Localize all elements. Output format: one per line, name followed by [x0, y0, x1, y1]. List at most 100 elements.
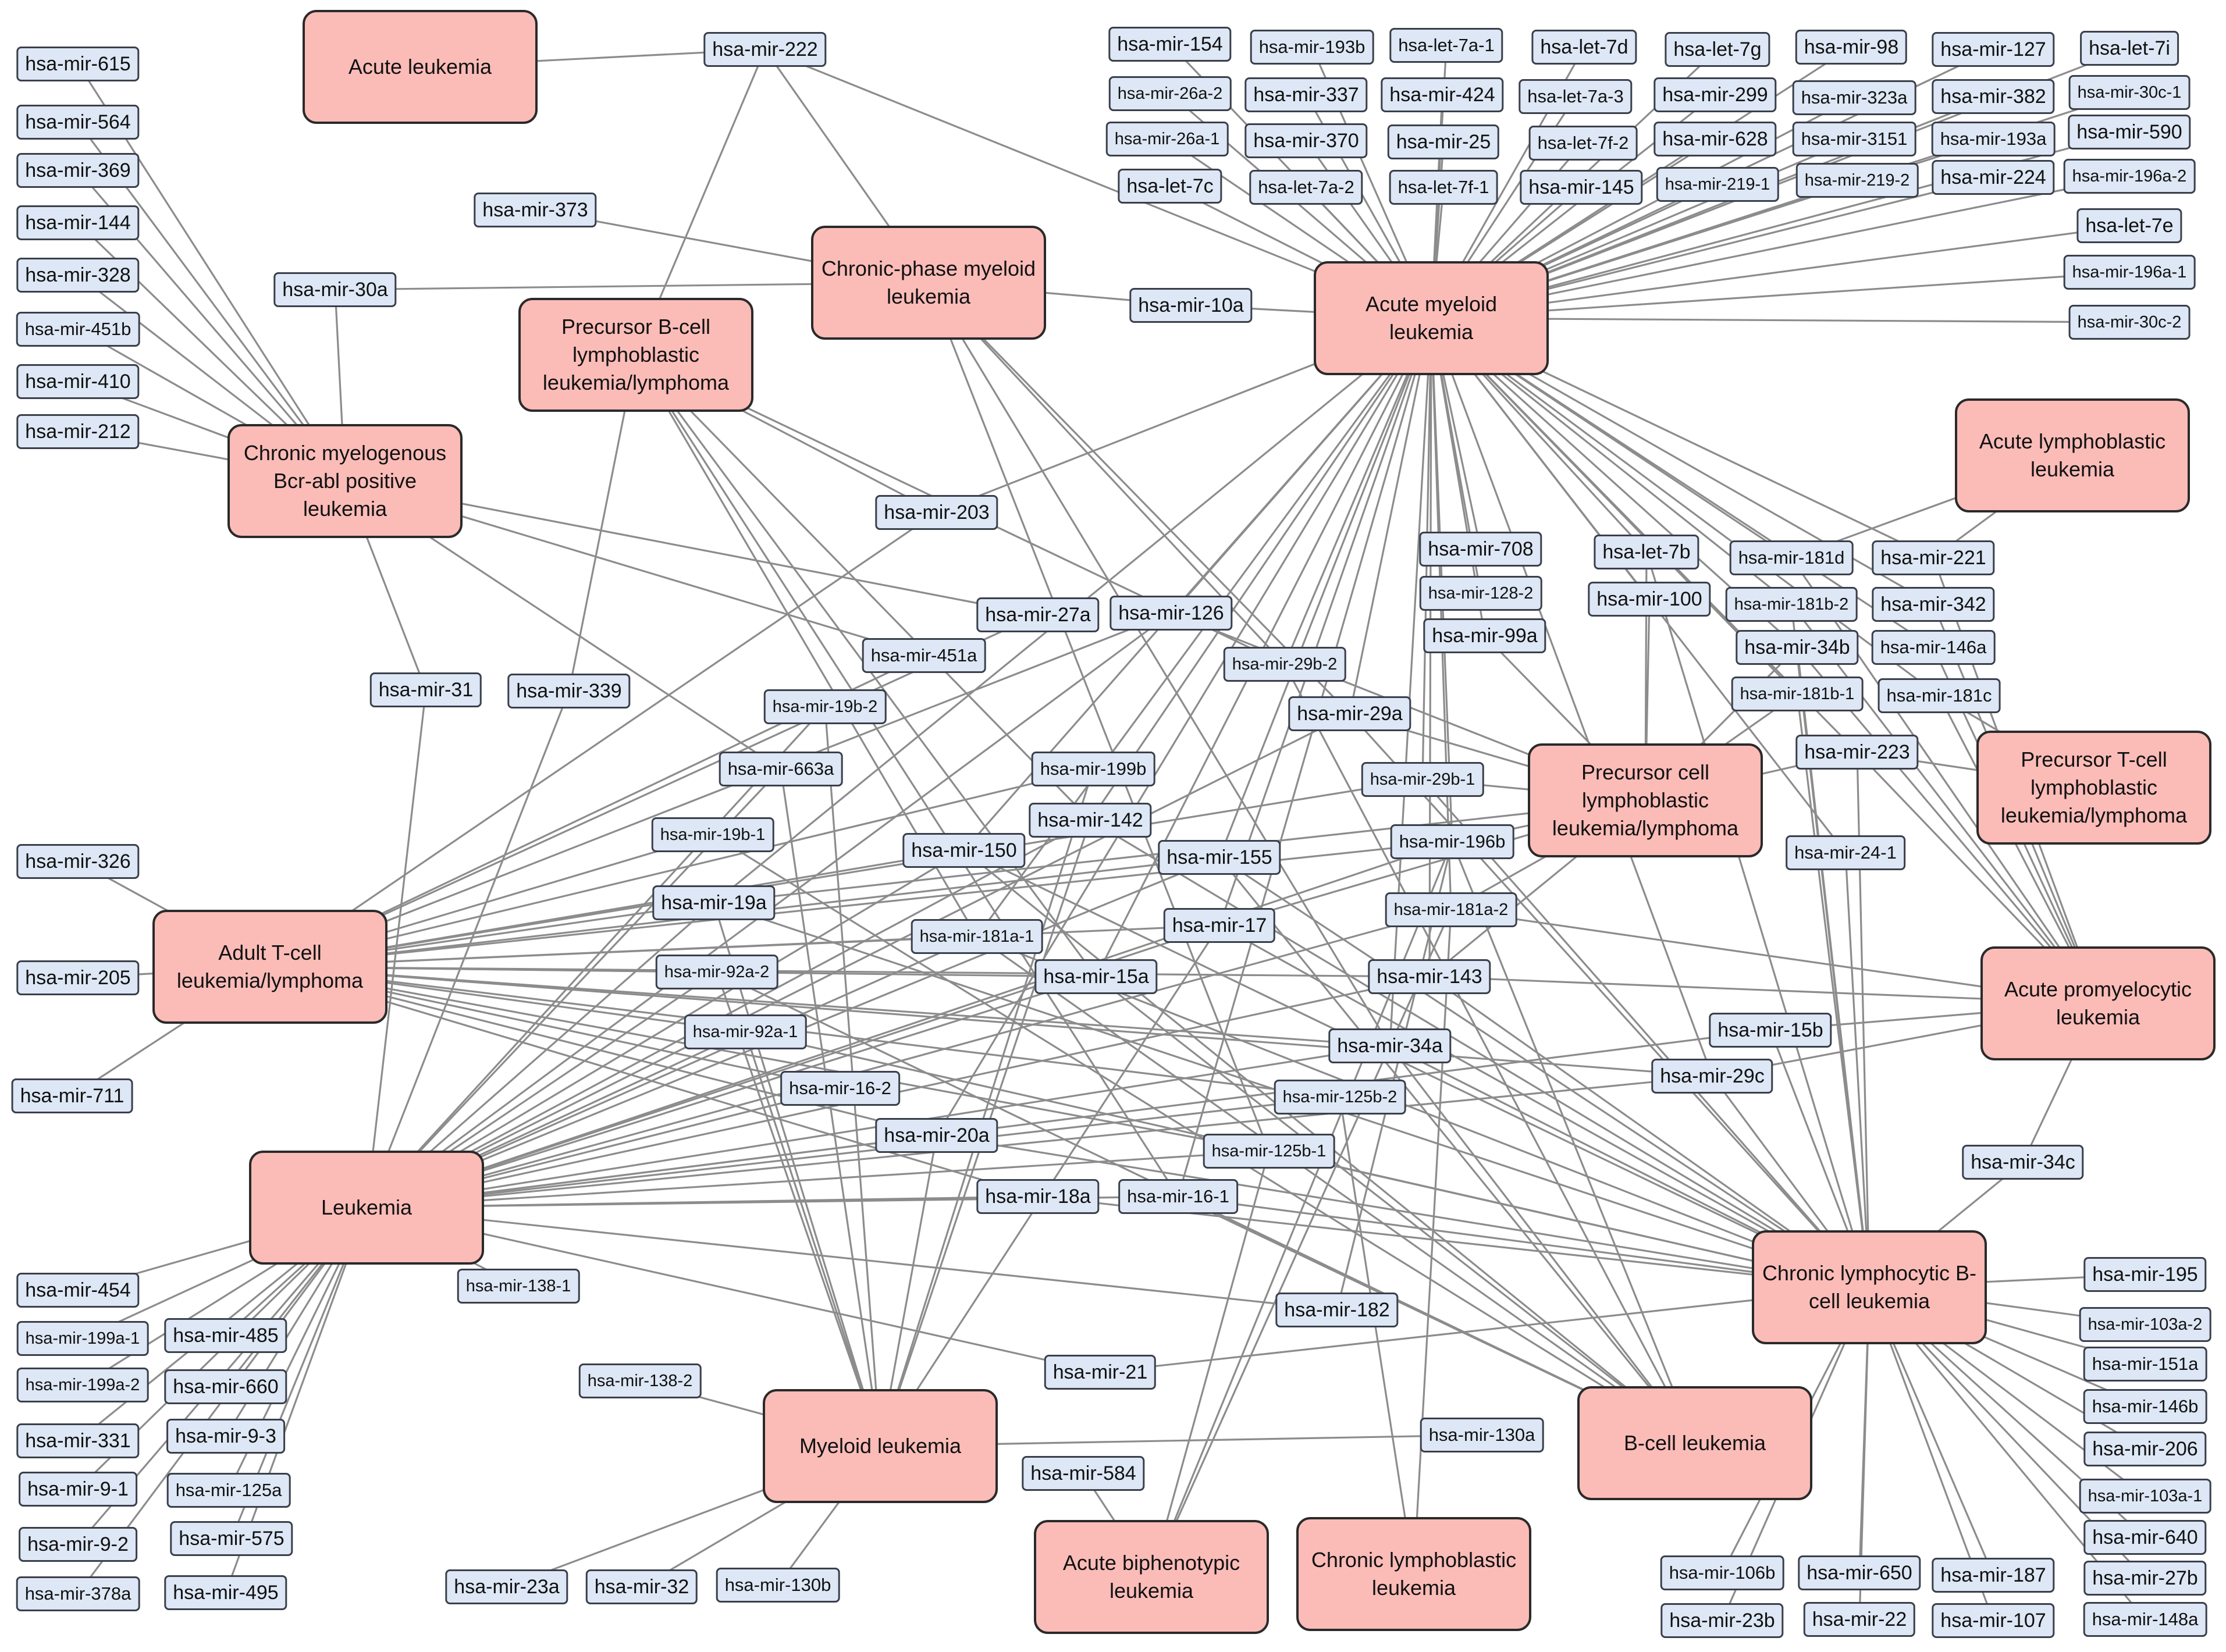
- mirna-node-hsa-mir-370[interactable]: hsa-mir-370: [1244, 123, 1368, 158]
- mirna-node-hsa-mir-150[interactable]: hsa-mir-150: [902, 833, 1026, 868]
- mirna-node-hsa-mir-24-1[interactable]: hsa-mir-24-1: [1786, 835, 1905, 870]
- mirna-node-hsa-mir-424[interactable]: hsa-mir-424: [1381, 77, 1504, 112]
- mirna-node-hsa-mir-650[interactable]: hsa-mir-650: [1798, 1555, 1921, 1590]
- disease-node-acute-leukemia[interactable]: Acute leukemia: [303, 10, 538, 124]
- disease-node-precursor-b-cell-lymphoblastic[interactable]: Precursor B-cell lymphoblastic leukemia/…: [518, 298, 753, 412]
- mirna-node-hsa-mir-708[interactable]: hsa-mir-708: [1419, 532, 1542, 567]
- mirna-node-hsa-let-7a-3[interactable]: hsa-let-7a-3: [1519, 79, 1633, 114]
- mirna-node-hsa-mir-142[interactable]: hsa-mir-142: [1029, 803, 1152, 838]
- mirna-node-hsa-let-7g[interactable]: hsa-let-7g: [1665, 32, 1770, 67]
- mirna-node-hsa-mir-27a[interactable]: hsa-mir-27a: [976, 597, 1100, 632]
- mirna-node-hsa-mir-342[interactable]: hsa-mir-342: [1872, 587, 1995, 622]
- mirna-node-hsa-mir-205[interactable]: hsa-mir-205: [16, 960, 140, 995]
- disease-node-acute-myeloid-leukemia[interactable]: Acute myeloid leukemia: [1314, 261, 1549, 375]
- mirna-node-hsa-mir-495[interactable]: hsa-mir-495: [164, 1575, 287, 1610]
- mirna-node-hsa-mir-146a[interactable]: hsa-mir-146a: [1871, 630, 1996, 665]
- mirna-node-hsa-mir-212[interactable]: hsa-mir-212: [16, 414, 140, 449]
- mirna-node-hsa-mir-711[interactable]: hsa-mir-711: [11, 1078, 133, 1113]
- mirna-node-hsa-mir-16-1[interactable]: hsa-mir-16-1: [1118, 1179, 1238, 1214]
- mirna-node-hsa-mir-138-1[interactable]: hsa-mir-138-1: [457, 1269, 580, 1304]
- disease-node-adult-t-cell-leukemia[interactable]: Adult T-cell leukemia/lymphoma: [152, 910, 387, 1024]
- mirna-node-hsa-mir-26a-1[interactable]: hsa-mir-26a-1: [1105, 122, 1229, 156]
- mirna-node-hsa-mir-130a[interactable]: hsa-mir-130a: [1420, 1418, 1544, 1452]
- mirna-node-hsa-mir-34a[interactable]: hsa-mir-34a: [1328, 1028, 1452, 1063]
- mirna-node-hsa-mir-9-3[interactable]: hsa-mir-9-3: [166, 1419, 285, 1454]
- mirna-node-hsa-mir-15a[interactable]: hsa-mir-15a: [1034, 959, 1158, 994]
- mirna-node-hsa-mir-148a[interactable]: hsa-mir-148a: [2083, 1602, 2207, 1637]
- mirna-node-hsa-mir-196a-2[interactable]: hsa-mir-196a-2: [2063, 159, 2196, 194]
- disease-node-chronic-lymphocytic-b-cell-leukemia[interactable]: Chronic lymphocytic B-cell leukemia: [1752, 1230, 1987, 1344]
- mirna-node-hsa-mir-25[interactable]: hsa-mir-25: [1387, 124, 1500, 159]
- mirna-node-hsa-mir-410[interactable]: hsa-mir-410: [16, 364, 140, 399]
- mirna-node-hsa-let-7e[interactable]: hsa-let-7e: [2076, 208, 2182, 243]
- disease-node-b-cell-leukemia[interactable]: B-cell leukemia: [1577, 1386, 1812, 1500]
- mirna-node-hsa-mir-30c-1[interactable]: hsa-mir-30c-1: [2068, 75, 2191, 110]
- mirna-node-hsa-mir-100[interactable]: hsa-mir-100: [1588, 582, 1711, 617]
- mirna-node-hsa-let-7f-1[interactable]: hsa-let-7f-1: [1389, 170, 1498, 205]
- mirna-node-hsa-mir-451a[interactable]: hsa-mir-451a: [862, 638, 986, 673]
- mirna-node-hsa-mir-103a-1[interactable]: hsa-mir-103a-1: [2079, 1479, 2211, 1514]
- mirna-node-hsa-mir-219-2[interactable]: hsa-mir-219-2: [1795, 163, 1919, 198]
- mirna-node-hsa-mir-92a-2[interactable]: hsa-mir-92a-2: [655, 955, 778, 989]
- mirna-node-hsa-mir-146b[interactable]: hsa-mir-146b: [2083, 1389, 2207, 1424]
- mirna-node-hsa-mir-20a[interactable]: hsa-mir-20a: [875, 1118, 998, 1153]
- mirna-node-hsa-mir-16-2[interactable]: hsa-mir-16-2: [780, 1071, 900, 1106]
- mirna-node-hsa-mir-155[interactable]: hsa-mir-155: [1158, 840, 1281, 875]
- mirna-node-hsa-mir-373[interactable]: hsa-mir-373: [474, 193, 597, 227]
- mirna-node-hsa-mir-9-2[interactable]: hsa-mir-9-2: [19, 1527, 137, 1562]
- mirna-node-hsa-mir-99a[interactable]: hsa-mir-99a: [1423, 618, 1546, 653]
- disease-node-acute-lymphoblastic-leukemia[interactable]: Acute lymphoblastic leukemia: [1955, 398, 2190, 512]
- mirna-node-hsa-mir-181a-2[interactable]: hsa-mir-181a-2: [1385, 892, 1517, 927]
- disease-node-acute-biphenotypic-leukemia[interactable]: Acute biphenotypic leukemia: [1034, 1520, 1269, 1634]
- disease-node-acute-promyelocytic-leukemia[interactable]: Acute promyelocytic leukemia: [1980, 946, 2216, 1060]
- mirna-node-hsa-mir-18a[interactable]: hsa-mir-18a: [976, 1179, 1100, 1214]
- mirna-node-hsa-mir-382[interactable]: hsa-mir-382: [1932, 79, 2055, 114]
- mirna-node-hsa-mir-143[interactable]: hsa-mir-143: [1368, 959, 1491, 994]
- mirna-node-hsa-mir-337[interactable]: hsa-mir-337: [1244, 77, 1368, 112]
- mirna-node-hsa-mir-223[interactable]: hsa-mir-223: [1795, 735, 1919, 770]
- mirna-node-hsa-mir-22[interactable]: hsa-mir-22: [1803, 1602, 1916, 1637]
- mirna-node-hsa-mir-219-1[interactable]: hsa-mir-219-1: [1656, 167, 1779, 202]
- mirna-node-hsa-mir-196b[interactable]: hsa-mir-196b: [1390, 824, 1514, 859]
- mirna-node-hsa-mir-27b[interactable]: hsa-mir-27b: [2083, 1561, 2207, 1596]
- mirna-node-hsa-mir-10a[interactable]: hsa-mir-10a: [1129, 288, 1253, 323]
- mirna-node-hsa-mir-32[interactable]: hsa-mir-32: [585, 1569, 698, 1604]
- mirna-node-hsa-mir-222[interactable]: hsa-mir-222: [703, 32, 827, 67]
- mirna-node-hsa-mir-151a[interactable]: hsa-mir-151a: [2083, 1347, 2207, 1382]
- mirna-node-hsa-mir-196a-1[interactable]: hsa-mir-196a-1: [2063, 255, 2196, 290]
- mirna-node-hsa-mir-378a[interactable]: hsa-mir-378a: [16, 1576, 140, 1611]
- mirna-node-hsa-mir-130b[interactable]: hsa-mir-130b: [716, 1568, 840, 1603]
- mirna-node-hsa-mir-339[interactable]: hsa-mir-339: [507, 674, 631, 708]
- mirna-node-hsa-mir-193a[interactable]: hsa-mir-193a: [1931, 122, 2056, 156]
- mirna-node-hsa-mir-331[interactable]: hsa-mir-331: [16, 1423, 140, 1458]
- mirna-node-hsa-mir-564[interactable]: hsa-mir-564: [16, 105, 140, 140]
- mirna-node-hsa-let-7b[interactable]: hsa-let-7b: [1594, 535, 1699, 569]
- mirna-node-hsa-mir-187[interactable]: hsa-mir-187: [1932, 1558, 2055, 1593]
- mirna-node-hsa-mir-19b-1[interactable]: hsa-mir-19b-1: [651, 817, 774, 852]
- mirna-node-hsa-mir-30c-2[interactable]: hsa-mir-30c-2: [2068, 305, 2191, 340]
- disease-node-chronic-lymphoblastic-leukemia[interactable]: Chronic lymphoblastic leukemia: [1296, 1517, 1531, 1631]
- mirna-node-hsa-mir-127[interactable]: hsa-mir-127: [1932, 32, 2055, 67]
- mirna-node-hsa-mir-181b-1[interactable]: hsa-mir-181b-1: [1731, 677, 1864, 711]
- mirna-node-hsa-mir-29c[interactable]: hsa-mir-29c: [1651, 1059, 1773, 1094]
- mirna-node-hsa-let-7i[interactable]: hsa-let-7i: [2080, 31, 2179, 66]
- mirna-node-hsa-mir-19b-2[interactable]: hsa-mir-19b-2: [763, 689, 887, 724]
- mirna-node-hsa-let-7d[interactable]: hsa-let-7d: [1531, 30, 1637, 65]
- mirna-node-hsa-mir-181c[interactable]: hsa-mir-181c: [1877, 678, 2001, 713]
- mirna-node-hsa-mir-195[interactable]: hsa-mir-195: [2083, 1257, 2207, 1292]
- mirna-node-hsa-mir-92a-1[interactable]: hsa-mir-92a-1: [684, 1014, 807, 1049]
- mirna-node-hsa-mir-144[interactable]: hsa-mir-144: [16, 205, 140, 240]
- mirna-node-hsa-mir-103a-2[interactable]: hsa-mir-103a-2: [2079, 1307, 2211, 1342]
- mirna-node-hsa-mir-128-2[interactable]: hsa-mir-128-2: [1419, 576, 1542, 611]
- mirna-node-hsa-mir-29b-1[interactable]: hsa-mir-29b-1: [1361, 762, 1484, 797]
- mirna-node-hsa-let-7f-2[interactable]: hsa-let-7f-2: [1528, 126, 1638, 161]
- mirna-node-hsa-mir-199b[interactable]: hsa-mir-199b: [1031, 752, 1155, 786]
- mirna-node-hsa-mir-199a-1[interactable]: hsa-mir-199a-1: [16, 1321, 149, 1356]
- disease-node-precursor-cell-lymphoblastic[interactable]: Precursor cell lymphoblastic leukemia/ly…: [1528, 743, 1763, 857]
- mirna-node-hsa-mir-29b-2[interactable]: hsa-mir-29b-2: [1223, 647, 1346, 682]
- mirna-node-hsa-mir-660[interactable]: hsa-mir-660: [164, 1369, 287, 1404]
- mirna-node-hsa-mir-3151[interactable]: hsa-mir-3151: [1792, 122, 1916, 156]
- mirna-node-hsa-mir-181b-2[interactable]: hsa-mir-181b-2: [1725, 587, 1858, 622]
- mirna-node-hsa-mir-17[interactable]: hsa-mir-17: [1163, 908, 1276, 943]
- disease-node-leukemia[interactable]: Leukemia: [249, 1151, 484, 1265]
